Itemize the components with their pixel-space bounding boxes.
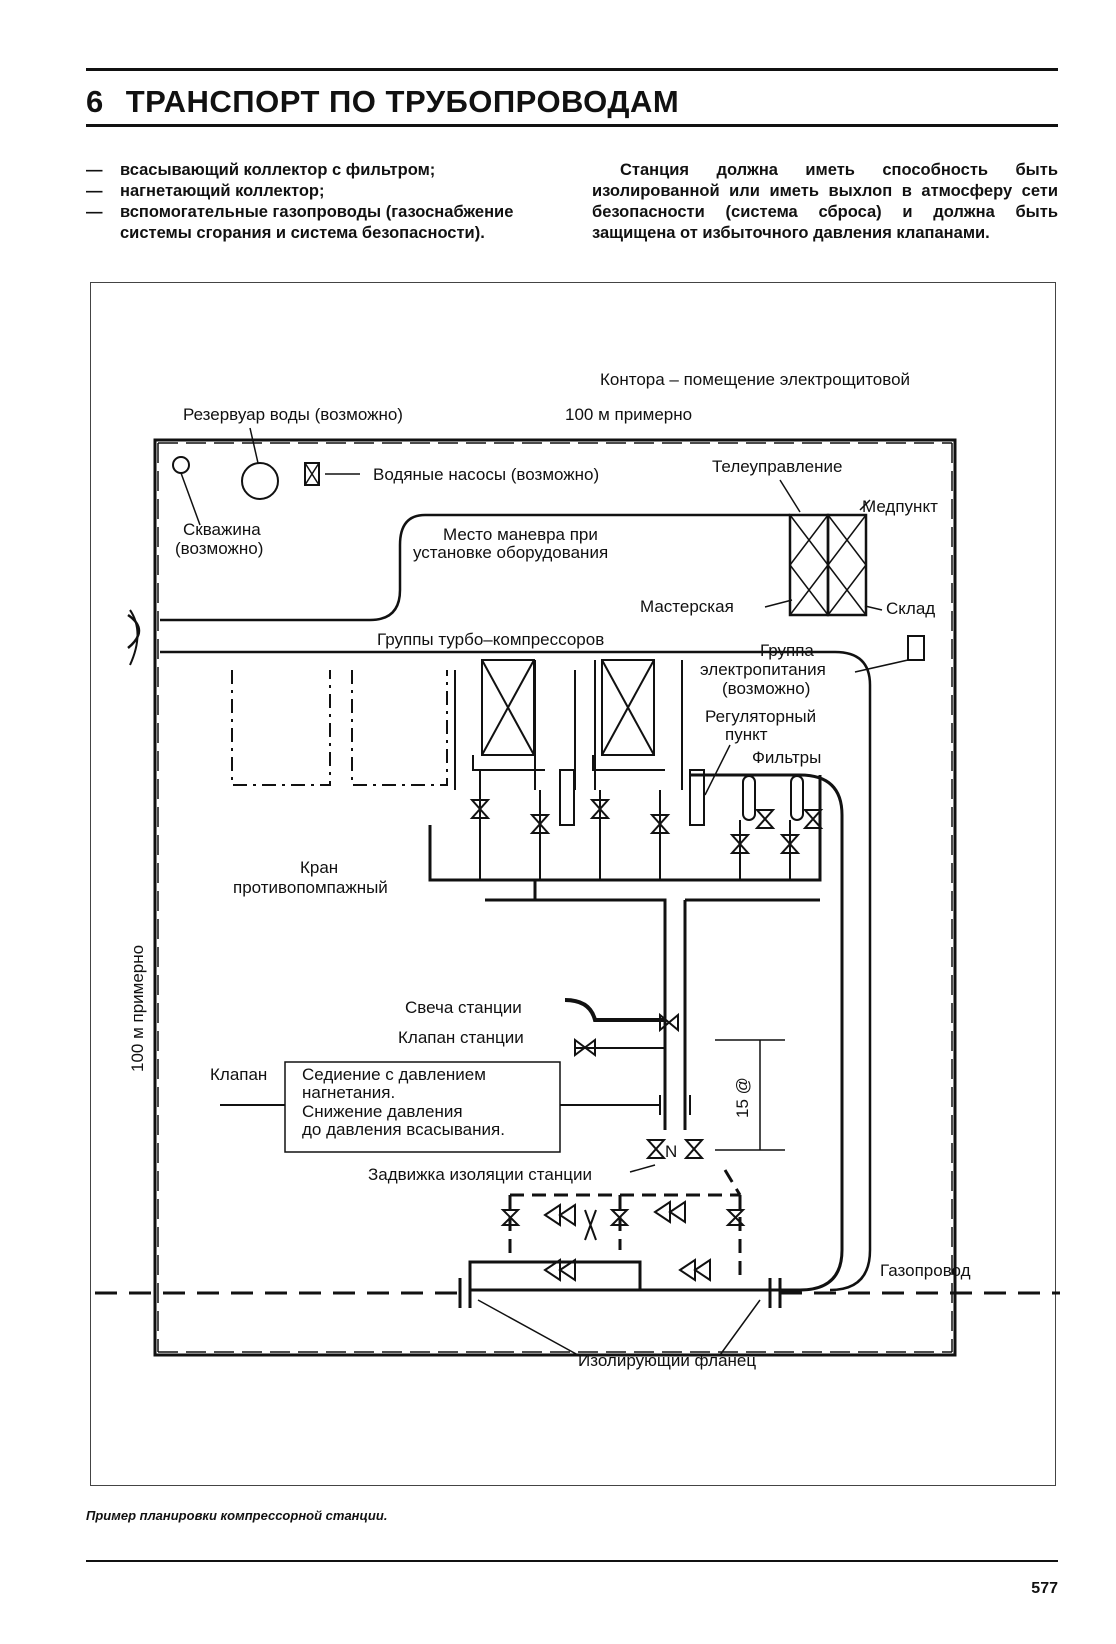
right-column-paragraph: Станция должна иметь способность быть из… (592, 161, 1058, 242)
well-symbol (172, 456, 190, 474)
label-power-2: электропитания (700, 660, 826, 679)
diagram-labels: Контора – помещение электрощитовой Резер… (128, 370, 971, 1370)
label-dim-15: 15 @ (733, 1077, 752, 1118)
page-number: 577 (1031, 1580, 1058, 1597)
label-box-3: Снижение давления (302, 1102, 463, 1121)
water-tank-symbol (241, 462, 279, 500)
road-end-mark (129, 609, 139, 666)
list-item: —нагнетающий коллектор; (86, 182, 325, 200)
main-header-v1 (485, 880, 820, 1130)
building-crosses (789, 514, 867, 616)
filter-2 (790, 775, 804, 821)
power-leader (854, 659, 909, 673)
chapter-title: ТРАНСПОРТ ПО ТРУБОПРОВОДАМ (125, 84, 680, 119)
label-station-vent: Свеча станции (405, 998, 522, 1017)
workshop-block (788, 513, 830, 617)
label-turbo-groups: Группы турбо–компрессоров (377, 630, 604, 649)
compressor-units (454, 659, 683, 790)
flange-leaders (477, 1299, 761, 1356)
isolation-gate-leader (629, 1164, 656, 1173)
label-pipeline: Газопровод (880, 1261, 971, 1280)
label-water-tank: Резервуар воды (возможно) (183, 405, 403, 424)
left-column: —всасывающий коллектор с фильтром; —нагн… (86, 160, 566, 244)
compressor-station-diagram: Контора – помещение электрощитовой Резер… (95, 370, 1060, 1370)
label-width-100m: 100 м примерно (565, 405, 692, 424)
label-box-1: Седиение с давлением (302, 1065, 486, 1084)
pipeline-flanges (458, 1278, 782, 1308)
chapter-heading: 6 ТРАНСПОРТ ПО ТРУБОПРОВОДАМ (86, 84, 679, 120)
label-antisurge-2: противопомпажный (233, 878, 388, 897)
unit-branches (479, 770, 791, 880)
station-vent (564, 998, 665, 1022)
bypass-flanges (659, 1095, 691, 1115)
well-leader (180, 472, 201, 526)
label-regulator-2: пункт (725, 725, 768, 744)
label-water-pumps: Водяные насосы (возможно) (373, 465, 599, 484)
label-isolating-flange: Изолирующий фланец (578, 1351, 756, 1370)
label-height-100m: 100 м примерно (128, 945, 147, 1072)
label-office: Контора – помещение электрощитовой (600, 370, 910, 389)
telecontrol-leader (779, 479, 801, 513)
list-item: —вспомогательные газопроводы (газоснабже… (86, 203, 514, 242)
label-well-1: Скважина (183, 520, 261, 539)
top-rule-thick (86, 68, 1058, 71)
label-maneuver-1: Место маневра при (443, 525, 598, 544)
medpoint-leader (859, 499, 871, 511)
label-maneuver-2: установке оборудования (413, 543, 608, 562)
dimension-15 (715, 1039, 785, 1151)
valves (469, 799, 824, 1282)
list-item: —всасывающий коллектор с фильтром; (86, 161, 436, 179)
filter-1 (742, 775, 756, 821)
label-regulator-1: Регуляторный (705, 707, 816, 726)
label-power-3: (возможно) (722, 679, 810, 698)
label-power-1: Группа (760, 641, 814, 660)
regulator-stack-1 (559, 769, 575, 826)
label-filters: Фильтры (752, 748, 821, 767)
label-n-mark: N (665, 1142, 677, 1161)
figure-caption: Пример планировки компрессорной станции. (86, 1508, 388, 1523)
warehouse-leader (864, 605, 883, 611)
regulator-leader (704, 744, 731, 796)
label-telecontrol: Телеуправление (712, 457, 842, 476)
heading-underline (86, 124, 1058, 127)
label-antisurge-1: Кран (300, 858, 338, 877)
future-compressor-bays (231, 670, 448, 786)
workshop-leader (764, 599, 793, 608)
site-fence (153, 438, 957, 1357)
access-road (127, 513, 872, 1292)
label-box-2: нагнетания. (302, 1083, 395, 1102)
label-isolation-gate: Задвижка изоляции станции (368, 1165, 592, 1184)
label-warehouse: Склад (886, 599, 935, 618)
label-box-4: до давления всасывания. (302, 1120, 505, 1139)
tank-leader (249, 427, 259, 464)
label-valve: Клапан (210, 1065, 267, 1084)
power-group-symbol (907, 635, 925, 661)
water-pump-symbol (304, 462, 320, 486)
future-valves (500, 1209, 746, 1241)
label-workshop: Мастерская (640, 597, 734, 616)
figure-frame (90, 282, 1056, 1486)
label-station-valve: Клапан станции (398, 1028, 524, 1047)
chapter-number: 6 (86, 84, 104, 119)
medpoint-block (826, 513, 868, 617)
pump-cross (304, 462, 320, 486)
footer-rule (86, 1560, 1058, 1562)
regulator-stack-2 (689, 769, 705, 826)
label-well-2: (возможно) (175, 539, 263, 558)
bypass-note-box (284, 1061, 561, 1153)
label-medpoint: Медпункт (862, 497, 938, 516)
